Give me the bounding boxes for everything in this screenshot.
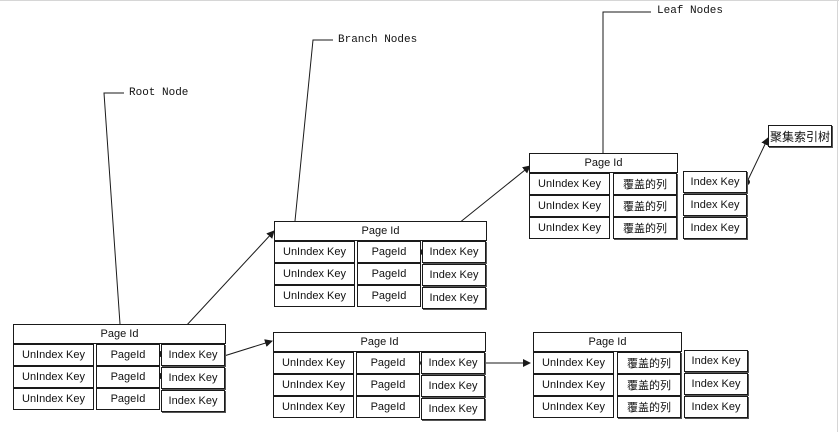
top-border-line: [0, 0, 839, 1]
leaf-lower-unindex-key-cell: UnIndex Key: [533, 374, 614, 396]
branch-lower-index-key-cell: Index Key: [421, 375, 485, 397]
leaf-upper-index-key-cell: Index Key: [683, 217, 747, 239]
root-index-key-cell: Index Key: [161, 367, 225, 389]
leaf-lower-covered-columns-cell: 覆盖的列: [617, 396, 681, 418]
branch-upper-page-id-cell: PageId: [357, 241, 421, 263]
root-index-key-cell: Index Key: [161, 344, 225, 366]
root-page-id-cell: PageId: [96, 388, 160, 410]
root-node-callout: Root Node: [129, 87, 189, 99]
clustered-index-tree-label: 聚集索引树: [768, 125, 832, 147]
branch-upper-page-id-header: Page Id: [274, 221, 487, 241]
branch-upper-index-key-cell: Index Key: [422, 241, 486, 263]
branch-upper-page-id-cell: PageId: [357, 263, 421, 285]
leaf-lower-covered-columns-cell: 覆盖的列: [617, 352, 681, 374]
branch-upper-page-id-cell: PageId: [357, 285, 421, 307]
branch-upper-index-key-cell: Index Key: [422, 287, 486, 309]
root-page-id-cell: PageId: [96, 344, 160, 366]
leaf-callout-line: [602, 11, 651, 153]
branch-nodes-callout: Branch Nodes: [338, 34, 418, 46]
root-unindex-key-cell: UnIndex Key: [13, 366, 94, 388]
branch-upper-unindex-key-cell: UnIndex Key: [274, 241, 355, 263]
root-unindex-key-cell: UnIndex Key: [13, 344, 94, 366]
right-border-line: [837, 0, 838, 432]
branch-upper-unindex-key-cell: UnIndex Key: [274, 285, 355, 307]
leaf-nodes-callout: Leaf Nodes: [657, 5, 724, 17]
leaf-upper-covered-columns-cell: 覆盖的列: [613, 217, 677, 239]
leaf-upper-index-key-cell: Index Key: [683, 194, 747, 216]
branch-upper-index-key-cell: Index Key: [422, 264, 486, 286]
leaf-upper-unindex-key-cell: UnIndex Key: [529, 195, 610, 217]
leaf-upper-page-id-header: Page Id: [529, 153, 678, 173]
leaf-lower-index-key-cell: Index Key: [684, 350, 748, 372]
branch-callout-line: [294, 39, 333, 222]
branch-lower-index-key-cell: Index Key: [421, 352, 485, 374]
branch-lower-unindex-key-cell: UnIndex Key: [273, 396, 354, 418]
leaf-to-clustered-tree-arrow: [746, 137, 769, 183]
branch-lower-page-id-header: Page Id: [273, 332, 486, 352]
leaf-lower-unindex-key-cell: UnIndex Key: [533, 396, 614, 418]
root-unindex-key-cell: UnIndex Key: [13, 388, 94, 410]
leaf-lower-unindex-key-cell: UnIndex Key: [533, 352, 614, 374]
leaf-upper-index-key-cell: Index Key: [683, 171, 747, 193]
branch-upper-unindex-key-cell: UnIndex Key: [274, 263, 355, 285]
branch-lower-page-id-cell: PageId: [356, 396, 420, 418]
root-page-id-cell: PageId: [96, 366, 160, 388]
leaf-lower-index-key-cell: Index Key: [684, 373, 748, 395]
root-callout-line: [103, 92, 124, 325]
leaf-lower-index-key-cell: Index Key: [684, 396, 748, 418]
leaf-upper-covered-columns-cell: 覆盖的列: [613, 195, 677, 217]
branch-lower-page-id-cell: PageId: [356, 352, 420, 374]
leaf-lower-covered-columns-cell: 覆盖的列: [617, 374, 681, 396]
root-page-id-header: Page Id: [13, 324, 226, 344]
leaf-upper-unindex-key-cell: UnIndex Key: [529, 173, 610, 195]
branch-lower-page-id-cell: PageId: [356, 374, 420, 396]
branch-lower-unindex-key-cell: UnIndex Key: [273, 374, 354, 396]
leaf-lower-page-id-header: Page Id: [533, 332, 682, 352]
root-index-key-cell: Index Key: [161, 390, 225, 412]
branch-lower-index-key-cell: Index Key: [421, 398, 485, 420]
leaf-upper-unindex-key-cell: UnIndex Key: [529, 217, 610, 239]
leaf-upper-covered-columns-cell: 覆盖的列: [613, 173, 677, 195]
branch-lower-unindex-key-cell: UnIndex Key: [273, 352, 354, 374]
